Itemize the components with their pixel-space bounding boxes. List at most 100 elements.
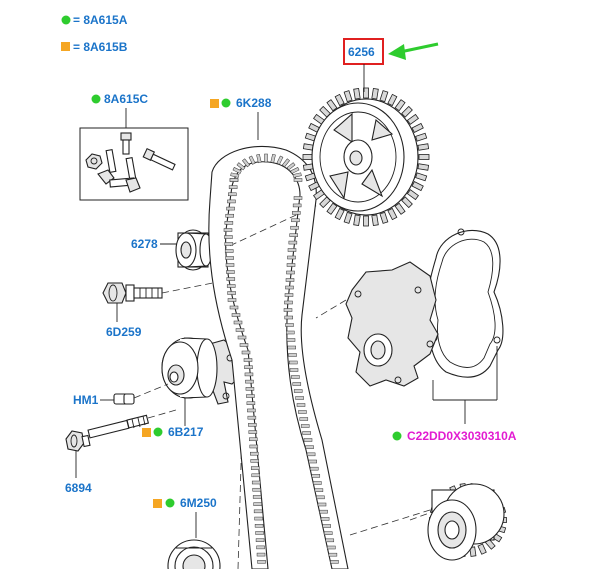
belt-tooth: [316, 495, 325, 500]
belt-tooth: [293, 178, 303, 182]
belt-tooth: [303, 438, 313, 442]
bolt-6894: 6894: [65, 409, 177, 495]
belt-tooth: [325, 538, 335, 543]
belt-tooth: [229, 178, 239, 182]
belt-tooth: [296, 403, 306, 407]
crank-sprocket: [427, 483, 507, 561]
gear-tooth: [353, 88, 361, 100]
belt-tooth: [251, 473, 260, 478]
belt-tooth: [254, 524, 264, 528]
belt-tooth: [320, 517, 330, 521]
belt-tooth: [249, 437, 258, 442]
belt-tooth: [289, 233, 298, 237]
belt-tooth: [276, 155, 284, 165]
belt-teeth: [223, 153, 339, 564]
belt-tooth: [283, 308, 293, 312]
belt-tooth: [225, 213, 234, 218]
belt-tooth: [224, 221, 234, 225]
belt-tooth: [241, 350, 251, 355]
gear-tooth: [343, 211, 353, 224]
tensioner-green-dot: [153, 427, 163, 437]
belt-tooth: [285, 285, 294, 290]
gear-tooth: [415, 172, 428, 182]
label-6256[interactable]: 6256: [348, 45, 375, 59]
belt-tooth: [250, 459, 260, 463]
legend: = 8A615A = 8A615B: [61, 13, 128, 54]
belt-tooth: [286, 263, 296, 267]
legend-8A615A-text: = 8A615A: [73, 13, 128, 27]
belt-tooth: [228, 192, 237, 197]
belt-tooth: [242, 158, 251, 168]
label-8A615C[interactable]: 8A615C: [104, 92, 148, 106]
belt-tooth: [289, 360, 298, 365]
pulley-6M250: 6M250: [153, 496, 221, 569]
label-6M250[interactable]: 6M250: [180, 496, 217, 510]
belt-tooth: [249, 444, 259, 449]
6M250-orange-square: [153, 499, 162, 508]
gear-tooth: [387, 93, 398, 107]
label-HM1[interactable]: HM1: [73, 393, 99, 407]
belt-tooth: [309, 466, 319, 471]
label-6K288[interactable]: 6K288: [236, 96, 272, 110]
gear-tooth: [406, 113, 419, 125]
belt-tooth: [233, 320, 243, 325]
label-C22DD0X3030310A[interactable]: C22DD0X3030310A: [407, 429, 517, 443]
belt-tooth: [256, 552, 266, 557]
belt-tooth: [244, 372, 254, 377]
belt-tooth: [229, 305, 239, 310]
belt-tooth: [290, 167, 300, 174]
belt-tooth: [286, 338, 296, 342]
belt-tooth: [292, 203, 302, 208]
label-6D259[interactable]: 6D259: [106, 325, 142, 339]
belt-tooth: [224, 249, 234, 253]
tensioner-6B217: 6B217: [142, 337, 241, 439]
belt-tooth: [298, 410, 307, 414]
gear-tooth: [411, 181, 424, 192]
belt-tooth: [305, 445, 314, 449]
belt-tooth: [226, 277, 236, 281]
belt-tooth: [286, 330, 295, 335]
gear-tooth: [363, 87, 369, 99]
belt-tooth: [286, 162, 296, 171]
gear-tooth: [394, 99, 406, 112]
water-pump-group: C22DD0X3030310A: [345, 228, 517, 443]
bolt-6D259: 6D259: [102, 279, 229, 339]
belt-tooth: [252, 495, 262, 499]
label-6B217[interactable]: 6B217: [168, 425, 204, 439]
belt-tooth: [226, 206, 235, 211]
gear-tooth: [401, 196, 413, 209]
belt-tooth: [256, 545, 265, 550]
label-6894[interactable]: 6894: [65, 481, 92, 495]
belt-orange-square: [210, 99, 219, 108]
cam-sprocket-6256: 6256: [302, 38, 439, 227]
gear-tooth: [417, 143, 430, 151]
belt-tooth: [250, 451, 259, 456]
belt-tooth: [248, 430, 258, 434]
belt-tooth: [302, 431, 311, 435]
belt-tooth: [285, 278, 295, 282]
gear-tooth: [477, 543, 487, 555]
belt-tooth: [227, 298, 237, 302]
6M250-green-dot: [165, 498, 175, 508]
belt-tooth: [281, 158, 290, 168]
bolt-kit-green-dot: [91, 94, 101, 104]
idler-pulley-6278: 6278: [131, 229, 213, 271]
belt-tooth: [292, 172, 302, 178]
gear-tooth: [353, 214, 361, 226]
water-pump-body: [345, 261, 439, 387]
belt-tooth: [226, 270, 235, 274]
gear-tooth: [418, 154, 430, 160]
belt-tooth: [293, 389, 303, 393]
6256-highlight-box: [343, 38, 384, 65]
gear-tooth: [379, 211, 389, 224]
belt-tooth: [224, 235, 233, 239]
kit-nut: [85, 153, 103, 170]
timing-belt-6K288: 6K288: [208, 96, 349, 569]
belt-tooth: [232, 167, 242, 174]
label-6278[interactable]: 6278: [131, 237, 158, 251]
belt-tooth: [235, 328, 245, 332]
belt-tooth: [239, 343, 249, 347]
legend-green-dot: [61, 15, 71, 25]
belt-tooth: [264, 153, 268, 163]
